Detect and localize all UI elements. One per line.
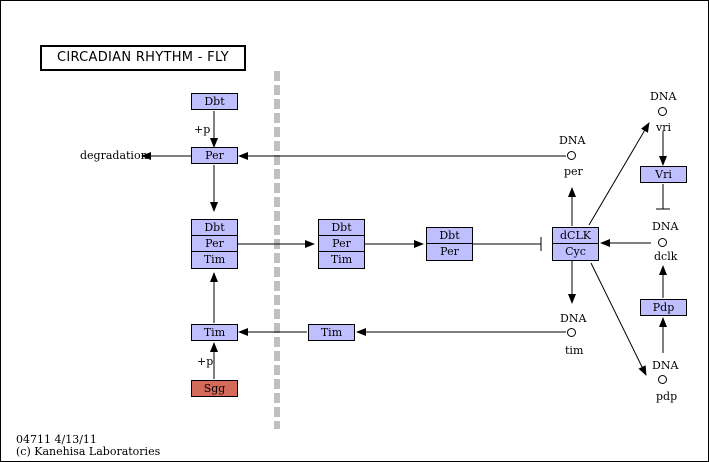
arrow-dclk-to-pdp-dna <box>590 262 647 376</box>
dna-dclk-node <box>658 238 667 247</box>
vri-gene-label[interactable]: vri <box>656 121 671 134</box>
tim-gene-label[interactable]: tim <box>565 344 584 357</box>
dna-pdp-node <box>658 375 667 384</box>
gene-per[interactable]: Per <box>319 236 364 252</box>
dna-vri-node <box>658 107 667 116</box>
dna-tim-label: DNA <box>560 312 587 325</box>
gene-dclk[interactable]: dCLK <box>553 228 598 244</box>
gene-pdp[interactable]: Pdp <box>640 299 687 316</box>
gene-tim[interactable]: Tim <box>203 253 226 266</box>
gene-per[interactable]: Per <box>440 245 459 258</box>
gene-vri[interactable]: Vri <box>640 166 687 183</box>
footer-copyright: (c) Kanehisa Laboratories <box>16 445 161 458</box>
gene-cyc[interactable]: Cyc <box>565 245 586 258</box>
page-title: CIRCADIAN RHYTHM - FLY <box>40 45 246 71</box>
gene-per[interactable]: Per <box>192 236 237 252</box>
phosphorylation-label-top: +p <box>194 123 211 136</box>
complex-dbt-per-tim-left: Dbt Per Tim <box>191 219 238 269</box>
footer: 04711 4/13/11 (c) Kanehisa Laboratories <box>16 434 160 458</box>
gene-tim[interactable]: Tim <box>330 253 353 266</box>
dna-per-label: DNA <box>559 134 586 147</box>
complex-dbt-per-right: Dbt Per <box>426 227 473 261</box>
dna-per-node <box>567 151 576 160</box>
pdp-gene-label[interactable]: pdp <box>656 390 678 403</box>
gene-dbt-top[interactable]: Dbt <box>191 93 238 110</box>
dna-pdp-label: DNA <box>652 359 679 372</box>
dna-tim-node <box>567 328 576 337</box>
complex-dbt-per-tim-mid: Dbt Per Tim <box>318 219 365 269</box>
gene-tim-left[interactable]: Tim <box>191 324 238 341</box>
phosphorylation-label-bottom: +p <box>197 355 214 368</box>
dna-dclk-label: DNA <box>652 220 679 233</box>
footer-version: 04711 4/13/11 <box>16 433 97 446</box>
gene-sgg[interactable]: Sgg <box>191 380 238 397</box>
gene-per-top[interactable]: Per <box>191 147 238 164</box>
degradation-label[interactable]: degradation <box>80 149 148 162</box>
dclk-gene-label[interactable]: dclk <box>654 250 678 263</box>
gene-tim-mid[interactable]: Tim <box>308 324 355 341</box>
per-gene-label[interactable]: per <box>564 165 583 178</box>
arrow-dclk-to-vri-dna <box>588 122 650 226</box>
gene-dbt[interactable]: Dbt <box>319 220 364 236</box>
complex-dclk-cyc: dCLK Cyc <box>552 227 599 261</box>
gene-dbt[interactable]: Dbt <box>427 228 472 244</box>
dna-vri-label: DNA <box>650 90 677 103</box>
gene-dbt[interactable]: Dbt <box>192 220 237 236</box>
